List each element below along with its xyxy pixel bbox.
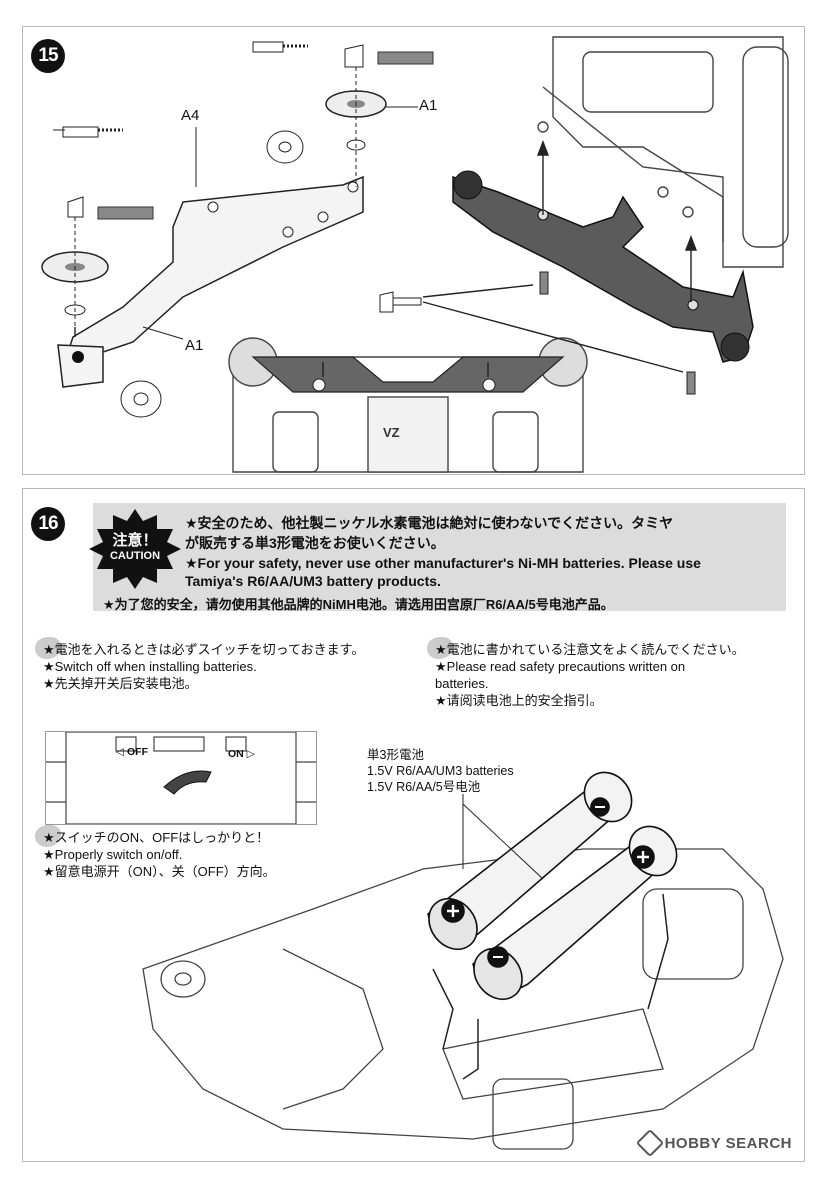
switch-lever-icon [163,770,212,795]
note-marker-left [35,637,61,659]
battery-2-icon [472,825,678,1001]
caution-badge: 注意！ CAUTION [89,509,181,589]
note-switch-off-cn: ★先关掉开关后安装电池。 [43,676,198,691]
screw-parts [312,271,696,395]
caution-badge-en: CAUTION [109,550,161,562]
battery-install-illustration [142,771,784,1150]
note-switch-off-jp: ★電池を入れるときは必ずスイッチを切っておきます。 [43,642,365,657]
caution-line-en-1: ★For your safety, never use other manufa… [185,555,701,571]
switch-off-label: ◁ OFF [116,746,148,758]
battery-label-en: 1.5V R6/AA/UM3 batteries [367,764,514,778]
note-read-precautions-cn: ★请阅读电池上的安全指引。 [435,693,603,708]
note-read-precautions-en-2: batteries. [435,676,489,691]
step-16-panel: 16 注意！ CAUTION ★安全のため、他社製ニッケル水素電池は絶対に使わな… [22,488,805,1162]
caution-burst-icon [89,509,181,589]
caution-box: 注意！ CAUTION ★安全のため、他社製ニッケル水素電池は絶対に使わないでく… [89,503,786,612]
watermark: HOBBY SEARCH [635,1128,792,1158]
chassis-mark-text: VZ [383,425,400,440]
note-read-precautions-en-1: ★Please read safety precautions written … [435,659,686,674]
note-switch-off-en: ★Switch off when installing batteries. [43,659,257,674]
roller-stack-top [252,41,434,187]
step-number-15: 15 [31,39,65,73]
rear-bracket-installed [251,356,565,393]
insert-arrows [432,893,669,1080]
note-marker-switch [35,825,61,847]
caution-badge-jp: 注意！ [112,532,158,549]
chassis-vz-mark: VZ [383,425,400,440]
bracket-a4 [62,175,364,373]
battery-label-jp: 単3形電池 [367,748,424,762]
step-number-16: 16 [31,507,65,541]
battery-label-cn: 1.5V R6/AA/5号电池 [367,780,481,794]
switch-on-label: ON ▷ [228,748,255,760]
part-label-a4: A4 [181,107,200,124]
caution-line-en-2: Tamiya's R6/AA/UM3 battery products. [185,573,441,589]
battery-label-leaders [462,794,544,880]
note-read-precautions: ★電池に書かれている注意文をよく読んでください。 ★Please read sa… [435,641,745,709]
switch-detail-drawing [46,732,316,824]
note-marker-right [427,637,453,659]
step-15-panel: 15 VZ [22,26,805,475]
note-switch-properly-en: ★Properly switch on/off. [43,847,183,862]
part-label-a1-bottom: A1 [185,337,204,354]
note-read-precautions-jp: ★電池に書かれている注意文をよく読んでください。 [435,642,745,657]
watermark-text: HOBBY SEARCH [664,1134,792,1152]
part-label-a1-top: A1 [419,97,438,114]
assembly-arrows [74,140,698,377]
caution-line-jp-2: が販売する単3形電池をお使いください。 [185,535,445,551]
caution-line-cn: ★为了您的安全，请勿使用其他品牌的NiMH电池。请选用田宫原厂R6/AA/5号电… [103,597,614,612]
hobby-search-logo-icon [635,1128,664,1158]
label-leaders [142,106,418,340]
switch-detail-image: ◁ OFF ON ▷ [45,731,317,825]
chassis-outline-right [537,36,789,268]
battery-1-icon [427,771,633,951]
chassis-outline-front [142,848,784,1150]
battery-label: 単3形電池 1.5V R6/AA/UM3 batteries 1.5V R6/A… [367,747,514,795]
note-switch-properly-cn: ★留意电源开（ON）、关（OFF）方向。 [43,864,276,879]
step-15-illustration: VZ [41,36,789,473]
roller-stack-left [41,126,162,418]
note-switch-properly: ★スイッチのON、OFFはしっかりと！ ★Properly switch on/… [43,829,276,880]
note-switch-properly-jp: ★スイッチのON、OFFはしっかりと！ [43,830,270,845]
bracket-installed-dark [452,175,754,363]
note-switch-off: ★電池を入れるときは必ずスイッチを切っておきます。 ★Switch off wh… [43,641,364,692]
caution-line-jp-1: ★安全のため、他社製ニッケル水素電池は絶対に使わないでください。タミヤ [185,515,674,531]
